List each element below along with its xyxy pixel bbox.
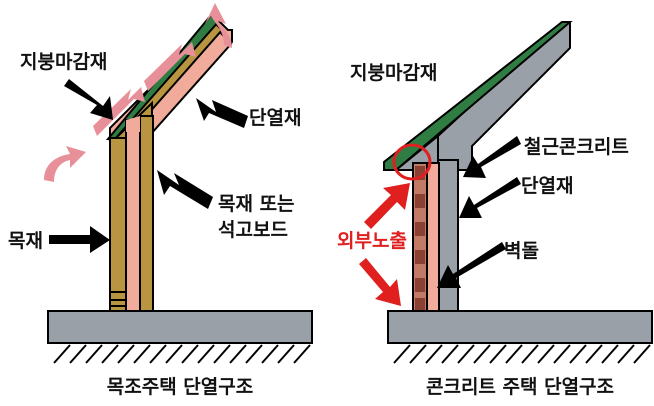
right-brick-coursing (415, 166, 425, 311)
right-ground-hatching (393, 344, 651, 364)
arrow-to-wood (49, 226, 110, 253)
right-panel-group: 지붕마감재 철근콘크리트 단열재 벽돌 외부노출 콘크리트 주택 단열구조 (337, 21, 653, 398)
right-panel-caption: 콘크리트 주택 단열구조 (426, 376, 614, 398)
heat-arrow-lower (93, 87, 145, 136)
left-ground-hatching (53, 344, 311, 364)
left-label-wood: 목재 (8, 230, 43, 252)
left-label-insulation: 단열재 (249, 107, 301, 129)
left-wall-insulation (125, 119, 141, 313)
right-exposure-arrows (359, 183, 410, 306)
right-label-reinforced-concrete: 철근콘크리트 (524, 136, 629, 158)
right-label-insulation: 단열재 (521, 175, 573, 197)
arrow-to-insulation (459, 177, 521, 218)
left-label-wood-or-gypsum-line2: 석고보드 (218, 219, 288, 241)
heat-arrow-curved-eave (44, 146, 86, 182)
arrow-to-reinforced-concrete (463, 136, 521, 178)
heat-arrow-curved-top (205, 3, 232, 48)
arrow-exposure-down (359, 258, 401, 306)
left-heat-flow-arrows (44, 3, 232, 182)
right-label-roof-finish: 지붕마감재 (350, 62, 437, 84)
arrow-to-insulation (196, 98, 248, 128)
left-label-wood-or-gypsum-line1: 목재 또는 (218, 193, 295, 215)
thermal-bridge-circle (392, 143, 432, 181)
right-pointer-arrows (437, 136, 521, 288)
right-label-external-exposure: 외부노출 (337, 230, 407, 252)
left-panel-group: 지붕마감재 단열재 목재 또는 석고보드 목재 목조주택 단열구조 (8, 3, 313, 398)
left-wall-gypsum-board (139, 115, 154, 313)
left-panel-caption: 목조주택 단열구조 (107, 376, 253, 398)
heat-arrow-upper (144, 42, 196, 91)
arrow-to-gypsum (157, 170, 213, 209)
left-wall-wood-stud (109, 137, 127, 313)
arrow-to-brick (437, 242, 506, 288)
arrow-to-roof-finish (64, 79, 113, 120)
left-foundation-slab (47, 310, 313, 344)
left-pointer-arrows (49, 79, 248, 253)
left-label-roof-finish: 지붕마감재 (20, 51, 107, 73)
left-ceiling-junction (126, 116, 140, 132)
right-label-brick: 벽돌 (504, 240, 539, 262)
right-wall-reinforced-concrete (437, 159, 459, 313)
arrow-exposure-up (364, 183, 410, 229)
right-foundation-slab (387, 310, 653, 344)
